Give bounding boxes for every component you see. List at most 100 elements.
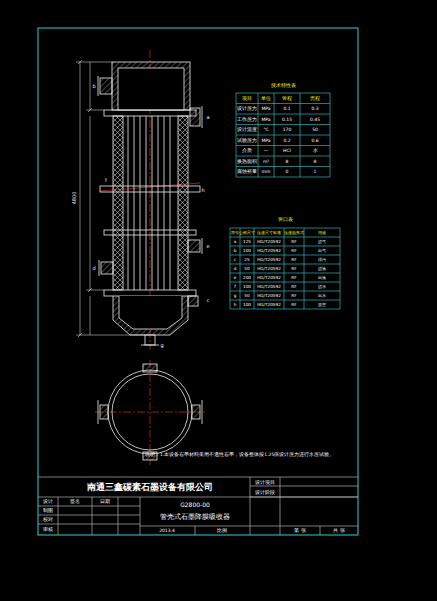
- label: 项目: [242, 96, 252, 101]
- title-block: [38, 477, 358, 535]
- label: RF: [291, 293, 296, 297]
- centerline: [95, 50, 205, 465]
- label: 50: [244, 266, 249, 270]
- label: 进液: [318, 266, 326, 270]
- label: MPa: [261, 138, 270, 143]
- label: —: [264, 149, 269, 154]
- label: f: [105, 178, 107, 183]
- label: 连接尺寸标准: [257, 230, 281, 234]
- label: RF: [291, 302, 296, 306]
- label: 2013.4: [159, 528, 175, 533]
- label: 试验压力: [237, 138, 257, 143]
- label: HG/T20592: [257, 293, 281, 297]
- label: 出水: [318, 293, 326, 297]
- label: 8: [286, 159, 289, 164]
- label: b: [92, 84, 95, 89]
- label: a: [206, 115, 209, 120]
- label: 壳程: [310, 96, 320, 101]
- label: 第 张: [294, 528, 305, 533]
- label: g: [160, 343, 163, 348]
- label: 符号: [231, 230, 239, 234]
- label: 进水: [318, 284, 326, 288]
- label: RF: [291, 257, 296, 261]
- label: 50: [244, 293, 249, 297]
- label: 0.1: [283, 107, 290, 112]
- label: g: [234, 293, 237, 297]
- label: 0.15: [282, 117, 292, 122]
- label: 校对: [43, 517, 53, 522]
- label: 进气: [318, 239, 326, 243]
- label: h: [201, 188, 204, 193]
- label: 200: [243, 275, 251, 279]
- label: 南通三鑫碳素石墨设备有限公司: [87, 483, 213, 492]
- label: 管程: [282, 96, 292, 101]
- label: f: [234, 284, 235, 288]
- label: 设计: [43, 499, 53, 504]
- label: HG/T20592: [257, 302, 281, 306]
- label: 换热面积: [237, 159, 257, 164]
- label: HG/T20592: [257, 239, 281, 243]
- label: RF: [291, 239, 296, 243]
- label: e: [206, 244, 209, 249]
- label: HG/T20592: [257, 257, 281, 261]
- label: MPa: [261, 107, 270, 112]
- label: 管口表: [278, 217, 293, 222]
- label: 0.2: [283, 138, 290, 143]
- label: e: [234, 275, 237, 279]
- label: 放空: [318, 302, 326, 306]
- label: RF: [291, 248, 296, 252]
- label: 0.6: [311, 138, 318, 143]
- label: 腐蚀裕量: [237, 170, 257, 175]
- label: 125: [243, 239, 251, 243]
- label: a: [234, 239, 237, 243]
- label: 设计项目: [255, 479, 275, 484]
- tech-table: [230, 93, 340, 309]
- label: 连接面形式: [284, 230, 304, 234]
- label: 说明：1.本设备石墨材料采用不透性石墨，设备整体按1.25倍设计压力进行水压试验…: [145, 452, 335, 458]
- label: b: [234, 248, 237, 252]
- label: 0.3: [311, 107, 318, 112]
- label: 排污: [318, 257, 326, 261]
- label: d: [234, 266, 237, 270]
- label: 4800: [72, 192, 77, 205]
- label: 技术特性表: [271, 83, 296, 88]
- label: 签名: [70, 499, 80, 504]
- label: 比例: [217, 528, 227, 533]
- label: 100: [243, 284, 251, 288]
- label: 共 张: [333, 528, 344, 533]
- label: RF: [291, 284, 296, 288]
- label: 0.45: [310, 117, 320, 122]
- label: 1: [314, 170, 317, 175]
- label: 管壳式石墨降膜吸收器: [160, 514, 230, 521]
- label: 设计温度: [237, 128, 257, 133]
- label: 8: [314, 159, 317, 164]
- label: RF: [291, 275, 296, 279]
- label: RF: [291, 266, 296, 270]
- label: ℃: [263, 128, 268, 133]
- label: HG/T20592: [257, 248, 281, 252]
- label: HG/T20592: [257, 266, 281, 270]
- label: HG/T20592: [257, 275, 281, 279]
- label: 制图: [43, 508, 53, 513]
- label: 公称尺寸: [239, 230, 255, 234]
- label: 100: [243, 248, 251, 252]
- label: m²: [263, 159, 269, 164]
- label: 介质: [242, 149, 252, 154]
- label: d: [92, 266, 95, 271]
- label: 出气: [318, 248, 326, 252]
- label: 100: [243, 302, 251, 306]
- label: 设计压力: [237, 107, 257, 112]
- label: 工作压力: [237, 117, 257, 122]
- label: HG/T20592: [257, 284, 281, 288]
- label: c: [207, 298, 210, 303]
- label: c: [234, 257, 236, 261]
- label: mm: [262, 170, 271, 175]
- label: 50: [312, 128, 318, 133]
- label: 单位: [261, 96, 271, 101]
- label: 25: [244, 257, 249, 261]
- label: 出液: [318, 275, 326, 279]
- label: 0: [286, 170, 289, 175]
- label: 日期: [100, 499, 110, 504]
- label: 水: [313, 149, 318, 154]
